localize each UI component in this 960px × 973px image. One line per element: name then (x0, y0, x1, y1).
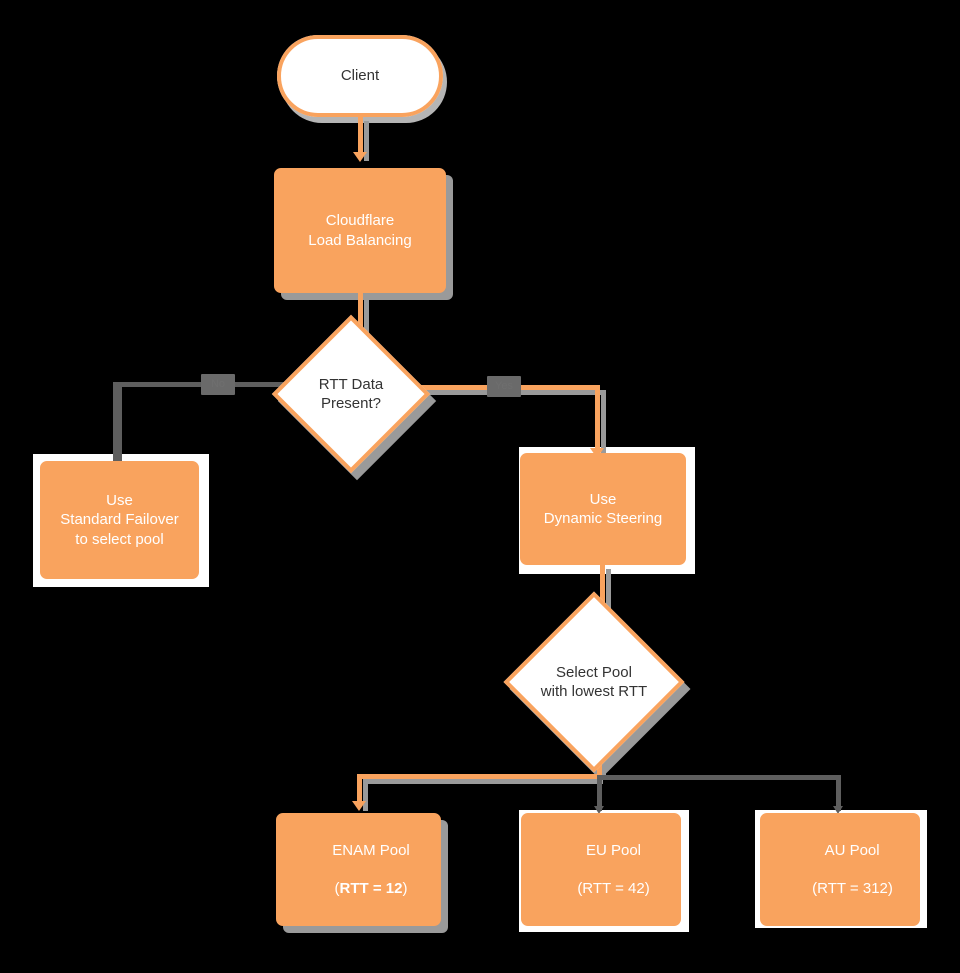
node-au-pool-line2: (RTT = 312) (812, 880, 893, 898)
node-enam-pool-paren-close: ) (402, 880, 408, 898)
node-enam-pool[interactable]: ENAM Pool (RTT = 12) (276, 813, 441, 926)
node-select-pool-label: Select Pool with lowest RTT (540, 663, 648, 701)
node-au-pool-label: AU Pool (RTT = 312) (787, 822, 893, 918)
edge-label-yes: Yes (487, 376, 521, 397)
node-eu-pool[interactable]: EU Pool (RTT = 42) (521, 813, 681, 926)
node-eu-pool-line1: EU Pool (585, 841, 642, 859)
edge-selpool-eu-arrowhead (594, 806, 604, 814)
edge-selpool-trunk-shadow (601, 750, 606, 780)
node-cloudflare-lb[interactable]: Cloudflare Load Balancing (274, 168, 446, 293)
node-enam-pool-label: ENAM Pool (RTT = 12) (307, 822, 410, 918)
node-eu-pool-label: EU Pool (RTT = 42) (552, 822, 649, 918)
edge-client-clb-shadow (364, 121, 369, 161)
edge-selpool-enam-arrowhead (352, 801, 366, 811)
node-cloudflare-lb-label: Cloudflare Load Balancing (308, 212, 412, 249)
node-dynamic-steering[interactable]: Use Dynamic Steering (520, 453, 686, 565)
edge-selpool-enam-horizontal (357, 774, 601, 779)
node-select-pool[interactable]: Select Pool with lowest RTT (503, 591, 685, 773)
node-rtt-question-label: RTT Data Present? (318, 375, 384, 413)
node-client-label: Client (340, 67, 380, 85)
edge-rttq-dynamic-v-shadow (601, 390, 606, 462)
node-enam-pool-paren-open: ( (334, 880, 340, 898)
edge-client-clb (358, 117, 363, 157)
edge-selpool-au-arrowhead (833, 806, 843, 814)
node-eu-pool-line2: (RTT = 42) (577, 880, 650, 898)
node-client[interactable]: Client (277, 35, 443, 117)
edge-selpool-au-vertical (836, 775, 841, 811)
edge-client-clb-arrowhead (353, 152, 367, 162)
edge-selpool-enam-vertical (357, 774, 362, 806)
node-enam-pool-rtt: RTT = 12 (339, 880, 403, 898)
edge-rttq-dynamic-vertical (595, 385, 600, 453)
node-au-pool[interactable]: AU Pool (RTT = 312) (760, 813, 920, 926)
node-rtt-question[interactable]: RTT Data Present? (271, 314, 431, 474)
edge-rttq-failover-vertical (113, 382, 122, 467)
edge-dynamic-selpool (600, 565, 605, 619)
edge-selpool-enam-v-shadow (363, 779, 368, 811)
edge-selpool-enam-h-shadow (363, 779, 603, 784)
edge-label-no: No (201, 374, 235, 395)
edge-clb-rttq (358, 293, 363, 341)
edge-clb-rttq-shadow (364, 297, 369, 345)
node-enam-pool-line1: ENAM Pool (332, 841, 410, 859)
edge-dynamic-selpool-shadow (606, 569, 611, 623)
node-standard-failover-label: Use Standard Failover to select pool (60, 492, 179, 548)
node-standard-failover[interactable]: Use Standard Failover to select pool (40, 461, 199, 579)
edge-selpool-right-trunk (597, 775, 841, 780)
node-au-pool-line1: AU Pool (824, 841, 880, 859)
edge-selpool-eu-vertical (597, 775, 602, 811)
node-dynamic-steering-label: Use Dynamic Steering (543, 490, 663, 527)
